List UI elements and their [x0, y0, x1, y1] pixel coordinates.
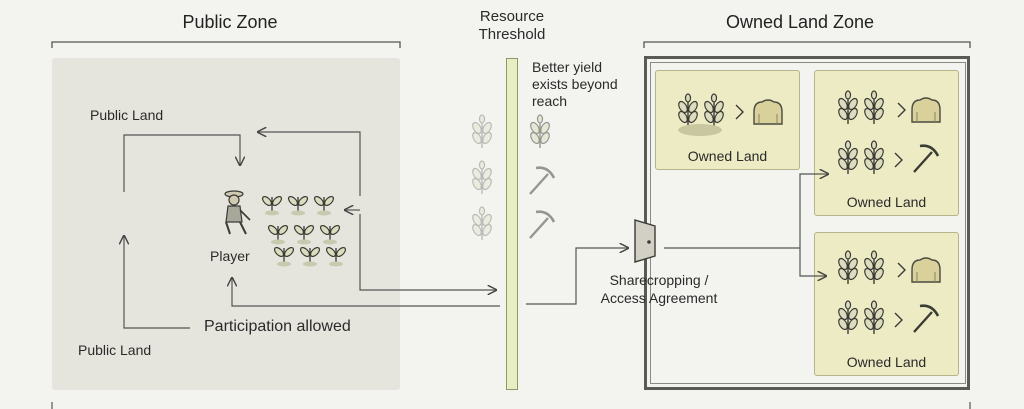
plot-2-icons: [836, 90, 941, 175]
plot-3-label: Owned Land: [846, 354, 927, 370]
farmer-icon: [224, 190, 251, 235]
threshold-note-line2: exists beyond: [532, 76, 618, 92]
public-zone-bracket: [51, 41, 401, 48]
public-land-label-top: Public Land: [90, 107, 164, 123]
owned-land-plot-3: [814, 232, 959, 376]
agreement-label: Sharecropping / Access Agreement: [584, 271, 734, 307]
owned-zone-title: Owned Land Zone: [725, 12, 875, 32]
plot-1-label: Owned Land: [687, 148, 768, 164]
threshold-title-line2: Threshold: [478, 26, 546, 43]
threshold-title: Resource Threshold: [452, 8, 572, 44]
agreement-label-line2: Access Agreement: [600, 290, 718, 306]
threshold-note: Better yield exists beyond reach: [532, 59, 618, 110]
threshold-note-line1: Better yield: [532, 59, 603, 75]
threshold-title-line1: Resource: [479, 8, 545, 25]
public-crops: [260, 194, 348, 268]
agreement-label-line1: Sharecropping /: [609, 272, 709, 288]
threshold-note-line3: reach: [532, 93, 568, 109]
public-land-label-bottom: Public Land: [78, 342, 152, 358]
owned-land-plot-2: [814, 70, 959, 216]
door-icon: [634, 219, 656, 263]
beyond-reach-icons: [528, 114, 556, 240]
faded-public-plants: [470, 114, 494, 241]
plot-1-icons: [676, 93, 783, 136]
public-zone-title: Public Zone: [182, 12, 278, 32]
plot-2-label: Owned Land: [846, 194, 927, 210]
participation-label: Participation allowed: [204, 318, 351, 335]
owned-zone-bracket: [643, 41, 971, 48]
agreement-connectors: [526, 174, 828, 305]
resource-threshold-bar: [506, 58, 518, 390]
plot-3-icons: [836, 250, 941, 335]
public-loop-arrows: [124, 132, 500, 329]
owned-zone-inner-frame: [650, 62, 966, 384]
player-label: Player: [210, 248, 250, 264]
